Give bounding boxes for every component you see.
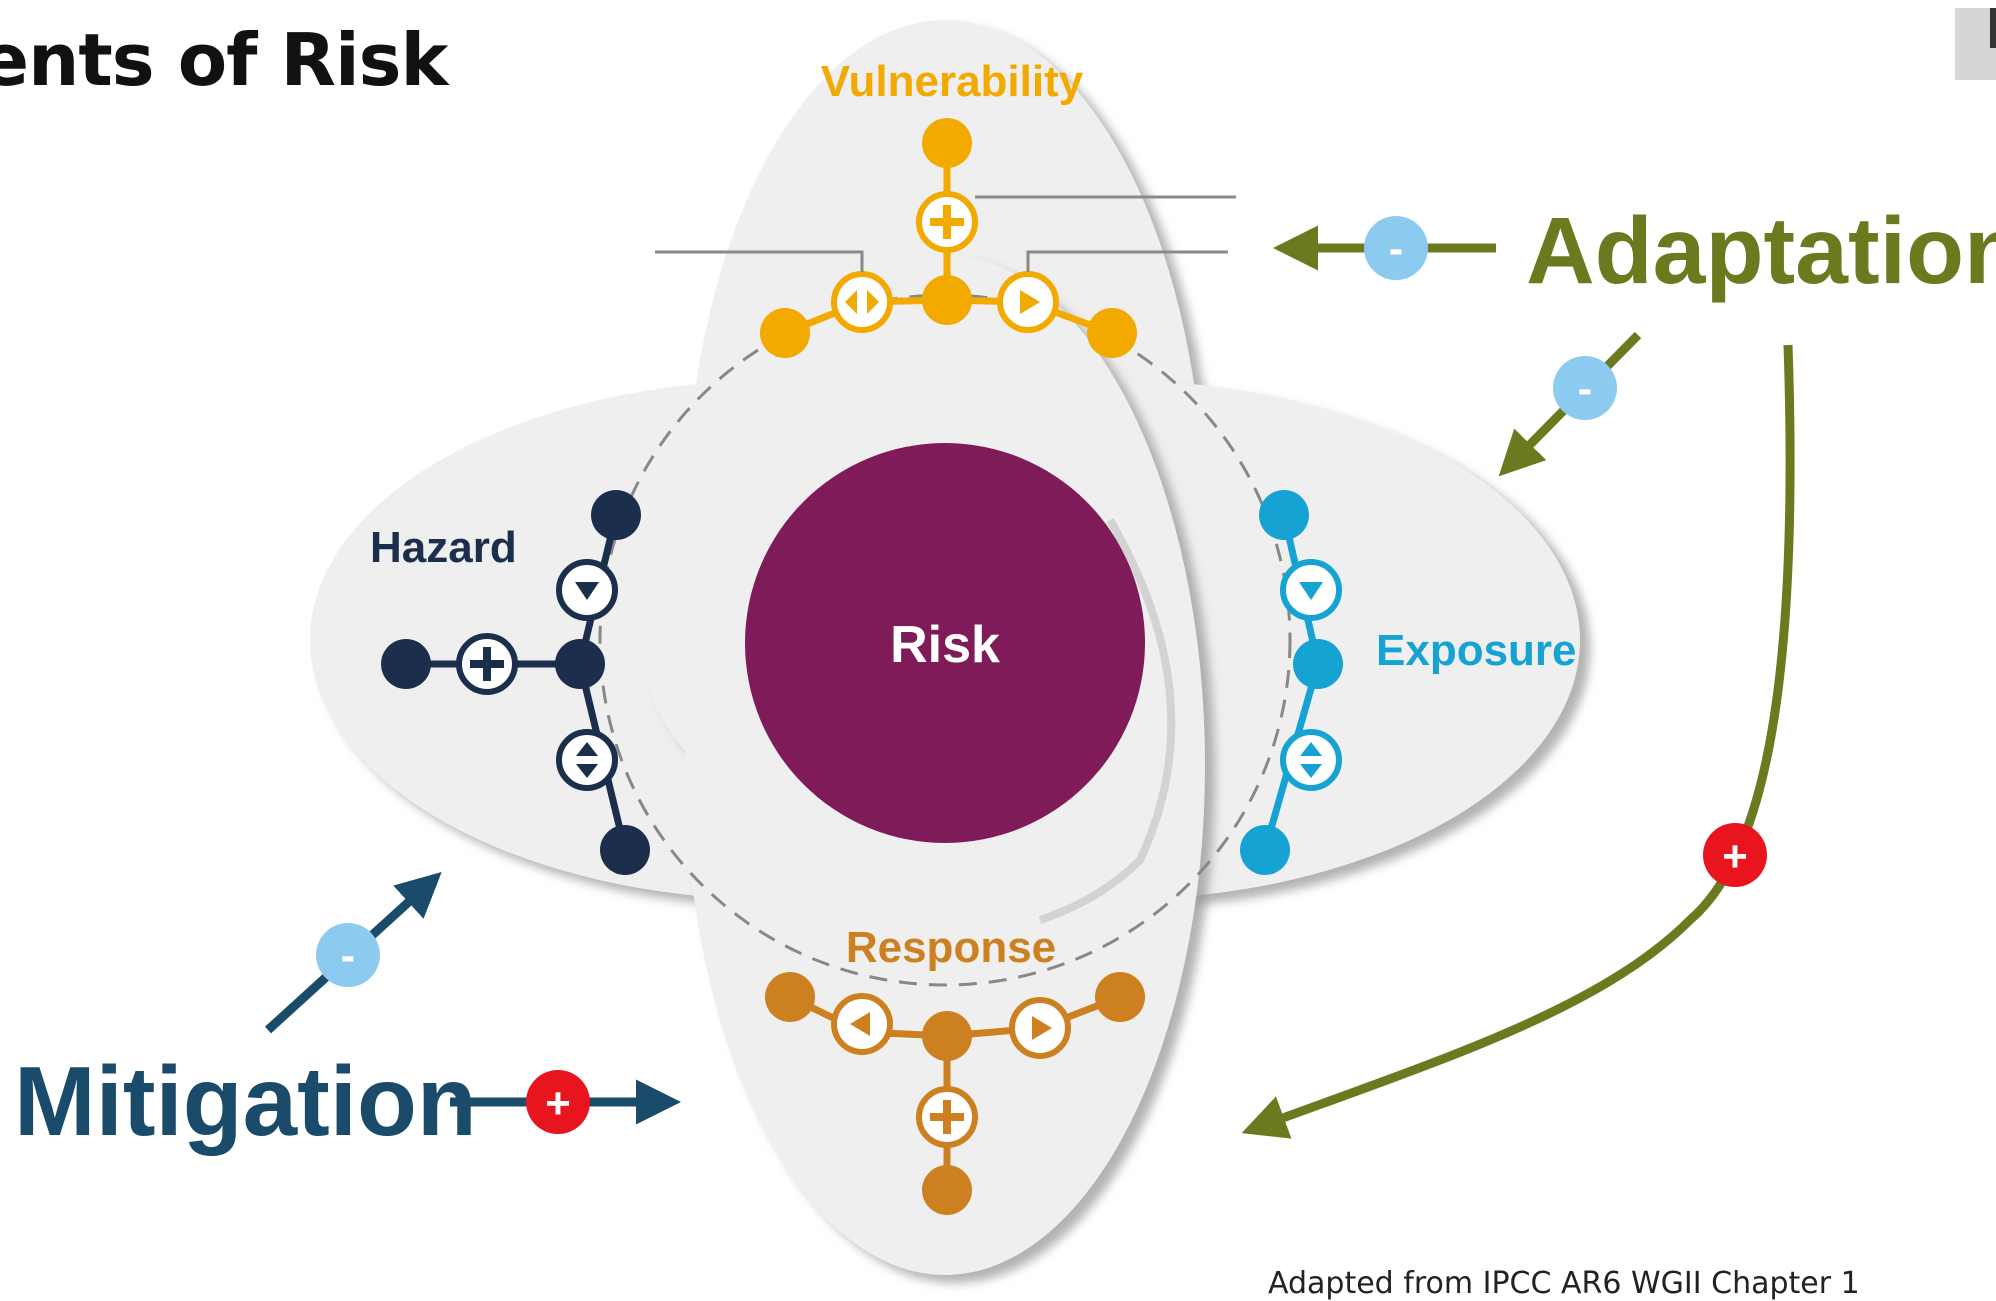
plus-icon <box>930 1100 964 1134</box>
left-arrow-icon <box>850 1012 870 1036</box>
plus-badge: + <box>1703 823 1767 887</box>
exposure-label: Exposure <box>1376 626 1577 675</box>
plus-icon <box>470 647 504 681</box>
vulnerability-node <box>1087 308 1137 358</box>
left-right-icon <box>845 290 879 314</box>
plus-icon <box>930 205 964 239</box>
minus-badge: - <box>1553 356 1617 420</box>
minus-badge: - <box>1364 216 1428 280</box>
right-arrow-icon <box>1020 290 1040 314</box>
svg-text:+: + <box>545 1079 571 1128</box>
response-label: Response <box>846 923 1056 972</box>
adaptation-label: Adaptation <box>1526 198 1996 304</box>
vulnerability-node <box>760 308 810 358</box>
vulnerability-node <box>922 275 972 325</box>
svg-text:-: - <box>341 931 356 980</box>
svg-text:-: - <box>1578 364 1593 413</box>
right-arrow-icon <box>1032 1016 1052 1040</box>
callout-lines <box>655 195 1236 272</box>
risk-label: Risk <box>890 616 1000 674</box>
risk-swirl <box>1038 517 1176 924</box>
vulnerability-nodes <box>760 118 1137 358</box>
up-down-icon <box>1300 742 1322 778</box>
plus-badge: + <box>526 1070 590 1134</box>
hazard-nodes <box>381 490 650 875</box>
response-nodes <box>765 972 1145 1215</box>
adaptation-to-response-arrow <box>1241 344 1795 1139</box>
source-caption: Adapted from IPCC AR6 WGII Chapter 1 <box>1268 1266 1860 1301</box>
risk-circle <box>745 443 1145 843</box>
exposure-nodes <box>1240 490 1343 875</box>
minus-badge: - <box>316 923 380 987</box>
slide-title: nents of Risk <box>0 18 448 102</box>
mitigation-label: Mitigation <box>14 1046 477 1156</box>
svg-text:+: + <box>1722 832 1748 881</box>
vulnerability-label: Vulnerability <box>821 57 1084 106</box>
vulnerability-node <box>922 118 972 168</box>
up-down-icon <box>576 742 598 778</box>
down-arrow-icon <box>1299 582 1323 600</box>
svg-text:-: - <box>1389 224 1404 273</box>
hazard-label: Hazard <box>370 523 517 572</box>
corner-decoration <box>1955 8 1996 80</box>
vulnerability-left-node <box>831 271 893 333</box>
down-arrow-icon <box>575 582 599 600</box>
